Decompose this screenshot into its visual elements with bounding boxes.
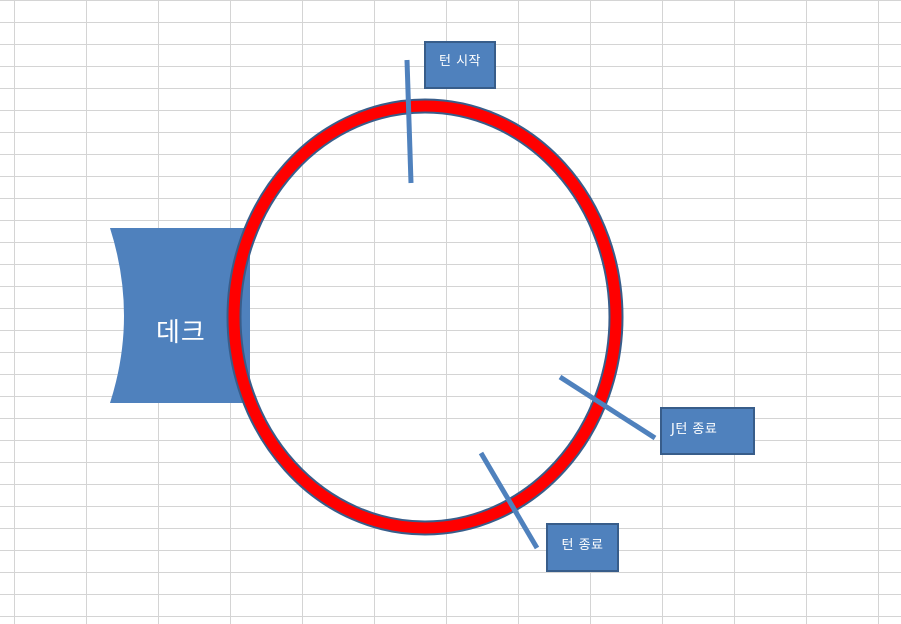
- deck-shape[interactable]: [110, 228, 250, 403]
- track-ring-fill: [228, 100, 622, 534]
- turn-start-text: 턴 시작: [438, 53, 481, 69]
- turn-start-label[interactable]: 턴 시작: [424, 41, 496, 89]
- turn-end-text: 턴 종료: [561, 538, 604, 553]
- turn-end-label[interactable]: 턴 종료: [546, 523, 619, 572]
- turn-start-marker[interactable]: [404, 59, 414, 184]
- deck-label: 데크: [156, 318, 206, 348]
- j-turn-end-label[interactable]: J턴 종료: [660, 407, 755, 455]
- turn-end-marker[interactable]: [478, 451, 540, 550]
- j-turn-end-text: J턴 종료: [671, 421, 718, 437]
- j-turn-end-marker[interactable]: [558, 374, 657, 441]
